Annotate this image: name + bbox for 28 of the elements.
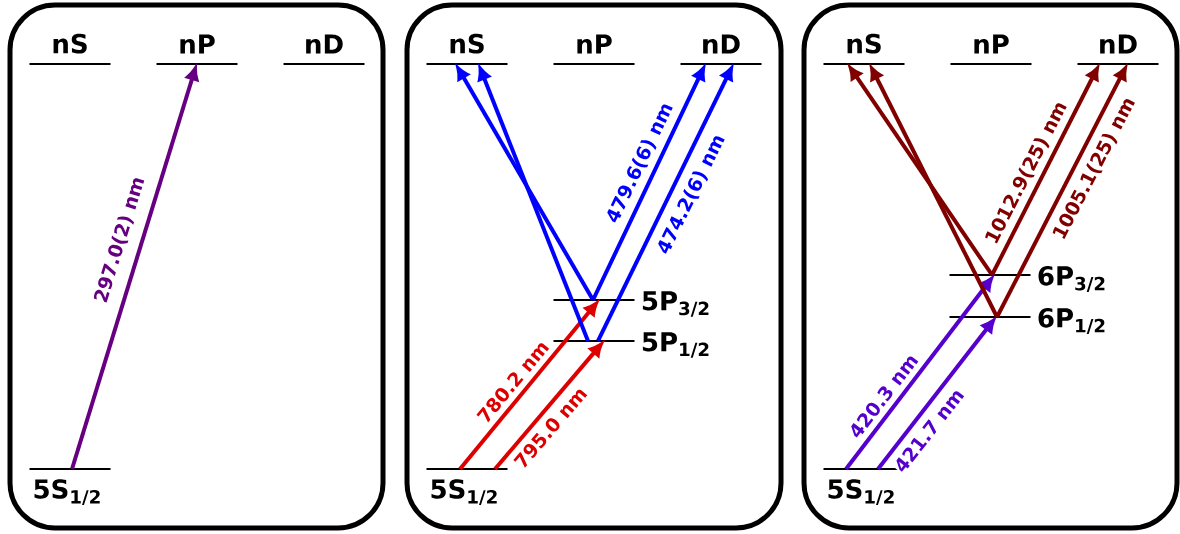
- energy-level: 5S$_{1/2}$: [29, 467, 111, 506]
- node-label: nP: [180, 34, 215, 54]
- node-label: 5S$_{1/2}$: [34, 479, 100, 506]
- energy-level: nP: [950, 34, 1032, 66]
- energy-level: nS: [823, 33, 905, 66]
- energy-level: nS: [426, 33, 508, 66]
- node-label: nD: [1100, 34, 1137, 54]
- energy-level: nD: [1077, 34, 1159, 66]
- energy-level: nD: [283, 34, 365, 66]
- node-label: nS: [53, 33, 87, 54]
- node-label: nD: [306, 34, 343, 54]
- arrow: [493, 342, 603, 471]
- node-label: 5S$_{1/2}$: [431, 479, 497, 506]
- node-label: nS: [450, 33, 484, 54]
- energy-level: nP: [156, 34, 238, 66]
- energy-level: 5S$_{1/2}$: [426, 467, 508, 506]
- energy-level: nD: [680, 34, 762, 66]
- energy-level: nP: [553, 34, 635, 66]
- node-label: nD: [703, 34, 740, 54]
- arrow: [458, 301, 598, 471]
- node-label: nP: [974, 34, 1009, 54]
- panel-frame: [801, 2, 1180, 531]
- energy-level: 5P$_{1/2}$: [553, 332, 709, 358]
- node-label: nP: [577, 34, 612, 54]
- energy-level: nS: [29, 33, 111, 66]
- node-label: nS: [847, 33, 881, 54]
- energy-level: 6P$_{1/2}$: [949, 308, 1105, 334]
- node-label: 5S$_{1/2}$: [828, 479, 894, 506]
